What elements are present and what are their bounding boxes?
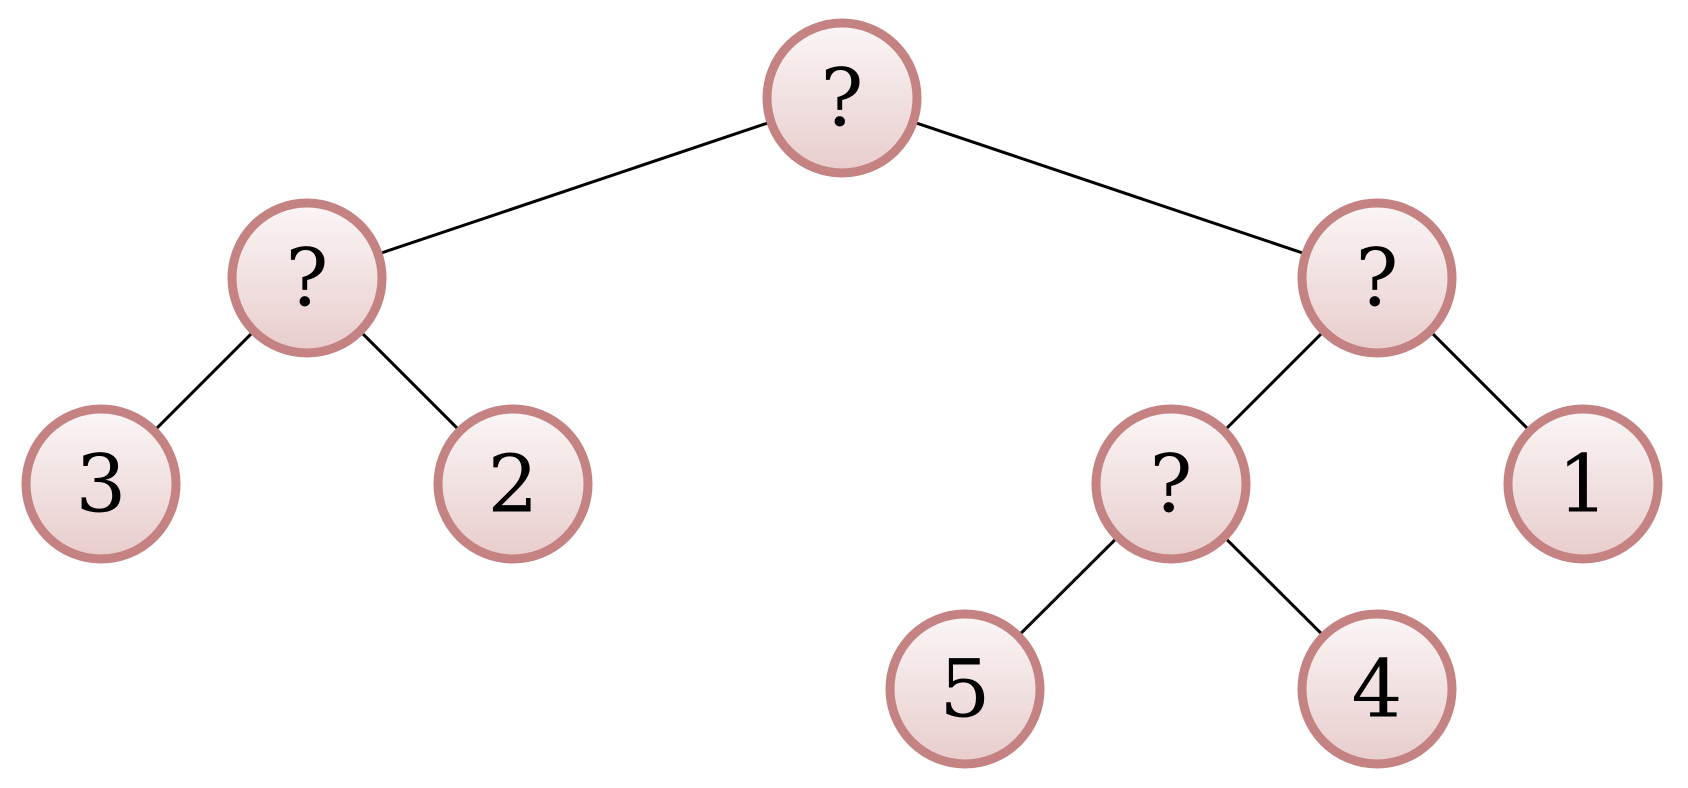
node-leaf-4: 4 (1297, 609, 1457, 769)
node-right-left: ? (1091, 404, 1251, 564)
node-label: 5 (940, 643, 991, 736)
edge-root-to-left (306, 96, 843, 280)
node-leaf-1: 1 (1503, 404, 1663, 564)
node-right: ? (1297, 198, 1457, 358)
node-circle (227, 198, 387, 358)
tree-edges (99, 96, 1585, 691)
node-label: 1 (1558, 438, 1609, 531)
node-label: ? (286, 232, 329, 325)
node-circle (1503, 404, 1663, 564)
node-leaf-5: 5 (885, 609, 1045, 769)
node-circle (885, 609, 1045, 769)
node-leaf-2: 2 (433, 404, 593, 564)
tree-nodes: ??? 3 2? 1 5 4 (21, 18, 1663, 769)
node-label: ? (1356, 232, 1399, 325)
node-circle (21, 404, 181, 564)
node-circle (1297, 609, 1457, 769)
node-label: 4 (1352, 643, 1403, 736)
node-circle (1091, 404, 1251, 564)
node-circle (1297, 198, 1457, 358)
node-leaf-3: 3 (21, 404, 181, 564)
node-circle (433, 404, 593, 564)
node-left: ? (227, 198, 387, 358)
node-root: ? (762, 18, 922, 178)
node-label: 3 (76, 438, 127, 531)
node-label: ? (1150, 438, 1193, 531)
node-label: 2 (488, 438, 539, 531)
edge-root-to-right (841, 96, 1378, 280)
node-label: ? (821, 52, 864, 145)
node-circle (762, 18, 922, 178)
